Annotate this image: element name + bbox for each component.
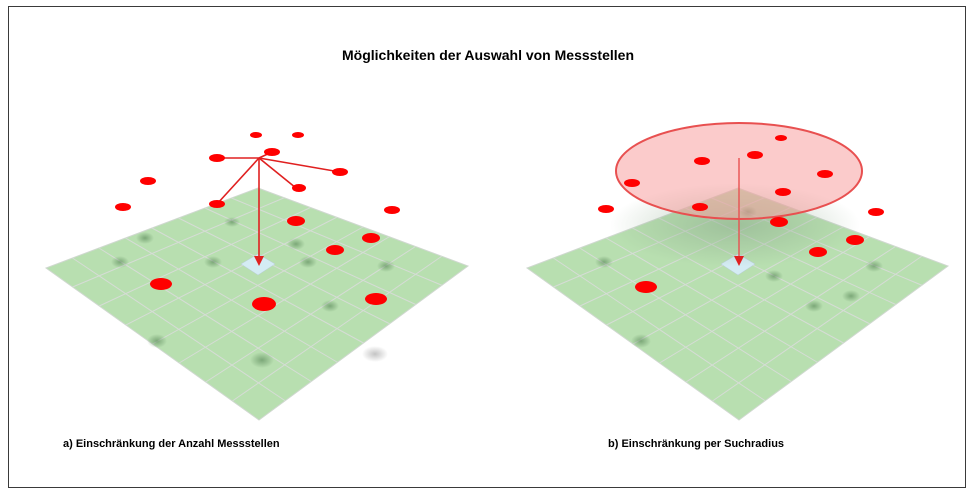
station-marker [365,293,387,305]
arrow-head-a [254,256,264,266]
station-marker [635,281,657,293]
station-marker [817,170,833,178]
arrow-head-b [734,256,744,266]
station-marker [140,177,156,185]
stations-a [115,132,400,311]
grid-line [232,255,443,402]
grid-line [579,247,792,382]
caption-panel-b: b) Einschränkung per Suchradius [608,438,785,450]
target-cell-a [240,253,276,276]
station-marker [150,278,172,290]
grid-line [553,257,766,402]
station-marker [624,179,640,187]
grid-lines-a [72,197,443,402]
station-marker [868,208,884,216]
station-marker [362,233,380,243]
selection-arrows-a [216,151,341,258]
station-marker [747,151,763,159]
caption-panel-a: a) Einschränkung der Anzahl Messstellen [63,438,280,450]
station-marker [115,203,131,211]
panel-b [525,122,950,421]
grid-line [125,237,338,363]
figure-title: Möglichkeiten der Auswahl von Messstelle… [342,47,634,63]
panel-a [44,132,470,421]
station-marker [694,157,710,165]
grid-line [685,246,896,383]
station-marker [209,154,225,162]
grid-line [98,247,312,382]
station-marker [209,200,225,208]
station-marker [287,216,305,226]
station-marker [384,206,400,214]
station-marker [846,235,864,245]
station-marker [292,184,306,192]
grid-line [659,236,870,364]
grid-line [605,237,818,363]
stations-b [598,135,884,293]
station-marker [692,203,708,211]
station-marker [770,217,788,227]
station-shadows-a [111,217,395,368]
station-marker [326,245,344,255]
station-marker [252,297,276,311]
grid-line [151,227,364,344]
station-marker [332,168,348,176]
station-marker [292,132,304,138]
station-marker [775,188,791,196]
station-marker [598,205,614,213]
station-shadows-b [595,206,883,348]
grid-line [178,236,390,364]
grid-line [712,255,923,402]
station-marker [809,247,827,257]
grid-line [72,257,286,402]
station-marker [775,135,787,141]
station-marker [250,132,262,138]
station-marker [264,148,280,156]
